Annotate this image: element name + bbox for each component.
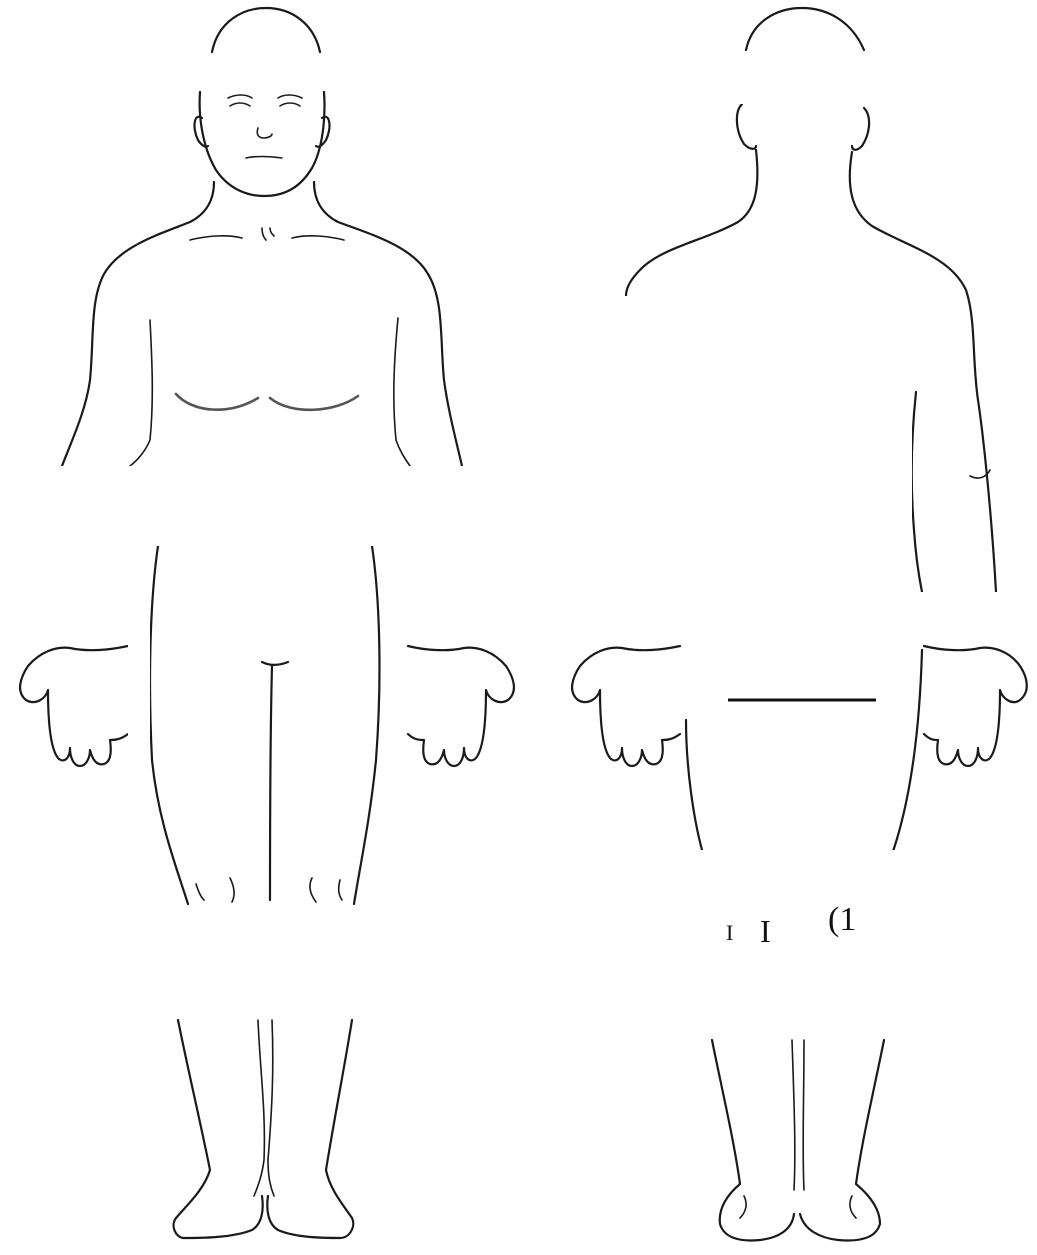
front-leg-right [267,1020,353,1238]
front-eyebrow-right [278,95,302,98]
back-ear-left [737,104,756,149]
mask-back-neck-band [730,54,870,104]
front-eye-right [280,103,300,106]
front-torso-right [314,182,462,466]
back-leg-left [712,1040,794,1240]
mask-back-shoulder-left [606,296,686,596]
mask-back-knee-band [600,850,1010,1038]
front-chest-left [176,394,258,410]
front-torso-left [62,182,214,466]
front-inner-legs [254,1020,274,1196]
front-leg-left [174,1020,263,1238]
mask-front-hand-gap-left [128,546,150,772]
front-inner-arm-right [394,318,410,466]
front-nose [257,128,272,138]
stray-mark-2: I [760,913,771,949]
back-hip-left [686,720,702,850]
stray-mark-3: (1 [828,901,856,938]
front-inner-arm-left [130,320,152,466]
back-hand-left [572,646,680,766]
mask-front-knee-band [150,906,394,1018]
back-inner-legs [792,1040,804,1190]
front-hand-left [20,646,128,766]
front-collarbones [190,228,344,240]
front-body-figure [20,8,514,1238]
mask-back-waist-band [604,592,1002,640]
back-leg-right [800,1040,884,1240]
front-eyebrow-left [228,95,252,98]
front-mouth [246,157,282,159]
front-hip-left [150,546,188,904]
mask-back-torso [686,260,912,600]
mask-front-waist-band [60,466,534,546]
front-head [212,8,320,52]
front-hip-right [354,546,379,904]
back-hand-right [924,646,1027,766]
mask-front-neck-band [196,54,336,84]
front-face [200,92,325,196]
redaction-masks [60,54,1010,1038]
back-ear-right [852,108,869,150]
back-heels [740,1196,856,1218]
stray-mark-1: I [726,920,733,945]
front-chest-right [270,396,358,410]
front-hand-right [408,646,514,766]
back-arm-right [912,392,922,592]
front-eye-left [230,103,250,106]
front-groin [262,662,288,900]
back-head [746,8,864,50]
